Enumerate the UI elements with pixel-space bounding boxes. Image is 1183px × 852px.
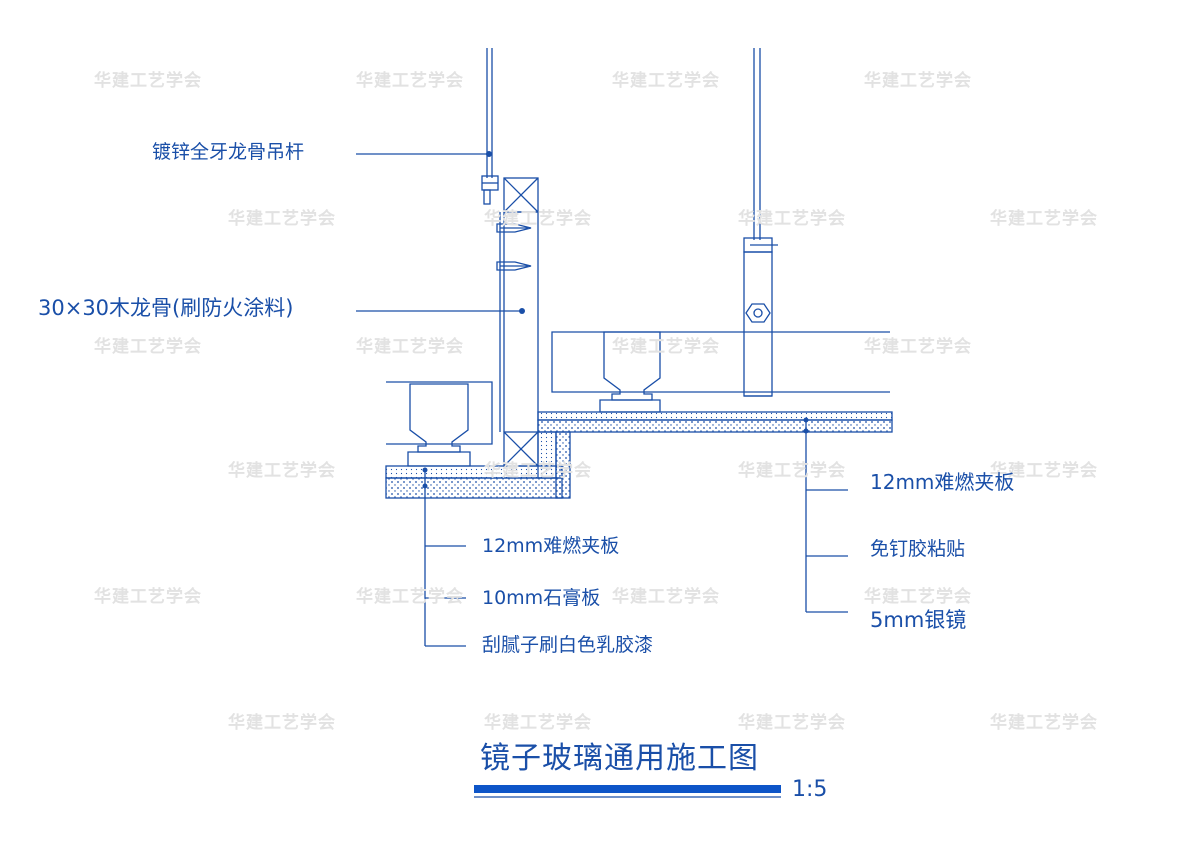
rod-bolt: [481, 175, 499, 205]
watermark: 华建工艺学会: [738, 713, 846, 733]
watermark: 华建工艺学会: [228, 461, 336, 481]
label-wood-keel: 30×30木龙骨(刷防火涂料): [38, 296, 294, 320]
watermark: 华建工艺学会: [612, 71, 720, 91]
watermark: 华建工艺学会: [356, 587, 464, 607]
watermark: 华建工艺学会: [990, 461, 1098, 481]
title-underline: [474, 785, 781, 793]
right-ceiling-boards: [537, 411, 893, 433]
watermark: 华建工艺学会: [356, 337, 464, 357]
watermark: 华建工艺学会: [484, 461, 592, 481]
watermark: 华建工艺学会: [484, 713, 592, 733]
watermark: 华建工艺学会: [990, 713, 1098, 733]
label-mirror: 5mm银镜: [870, 608, 967, 632]
drawing-scale: 1:5: [792, 777, 828, 802]
leader-lines: [356, 153, 848, 647]
watermark: 华建工艺学会: [484, 209, 592, 229]
watermark: 华建工艺学会: [612, 337, 720, 357]
left-hanger-rod: [486, 48, 493, 178]
label-left-board: 12mm难燃夹板: [482, 535, 620, 557]
label-hanger-rod: 镀锌全牙龙骨吊杆: [152, 141, 305, 163]
watermark: 华建工艺学会: [864, 587, 972, 607]
left-ceiling-boards: [385, 465, 563, 499]
label-glue: 免钉胶粘贴: [870, 538, 966, 560]
drawing-title: 镜子玻璃通用施工图: [480, 741, 759, 776]
watermark: 华建工艺学会: [228, 713, 336, 733]
screws: [496, 223, 532, 271]
left-main-keel: [386, 381, 493, 467]
label-gypsum: 10mm石膏板: [482, 587, 601, 609]
watermark: 华建工艺学会: [864, 337, 972, 357]
watermark: 华建工艺学会: [94, 337, 202, 357]
watermark: 华建工艺学会: [990, 209, 1098, 229]
label-right-board: 12mm难燃夹板: [870, 470, 1015, 494]
watermark: 华建工艺学会: [612, 587, 720, 607]
step-boards: [537, 431, 571, 499]
watermark: 华建工艺学会: [94, 71, 202, 91]
vertical-board: [499, 211, 539, 432]
watermark: 华建工艺学会: [738, 209, 846, 229]
label-paint: 刮腻子刷白色乳胶漆: [482, 634, 654, 656]
right-main-keel: [551, 331, 890, 413]
watermark: 华建工艺学会: [738, 461, 846, 481]
watermark: 华建工艺学会: [94, 587, 202, 607]
watermark: 华建工艺学会: [356, 71, 464, 91]
watermark: 华建工艺学会: [864, 71, 972, 91]
leader-dots: [422, 151, 809, 489]
watermark: 华建工艺学会: [228, 209, 336, 229]
right-hanger-rod: [743, 48, 778, 397]
